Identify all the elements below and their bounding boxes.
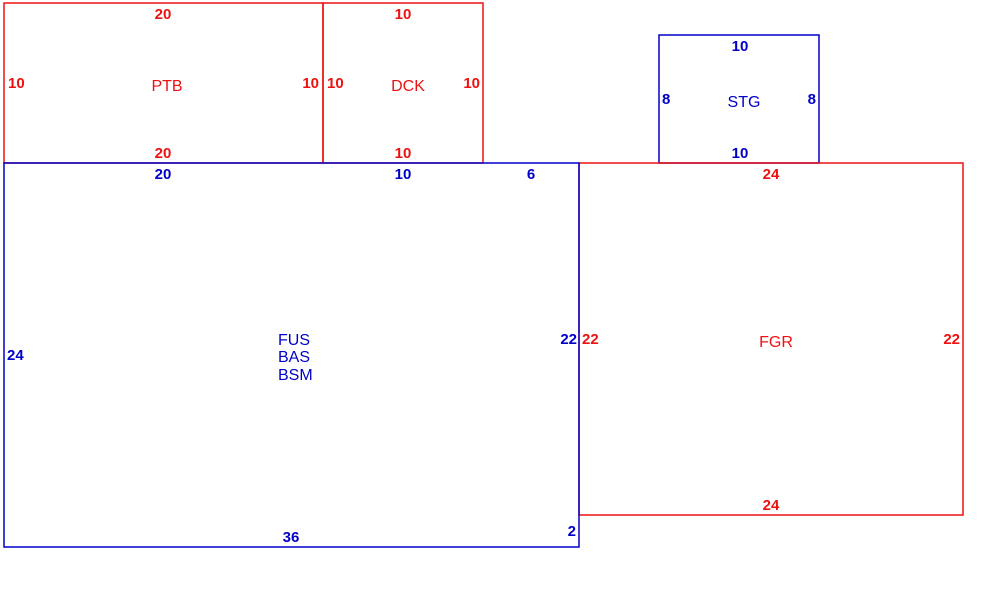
area-fgr-dim-top: 24 bbox=[763, 166, 780, 183]
area-ptb-dim-bottom: 20 bbox=[155, 145, 172, 162]
area-main-dim-left: 24 bbox=[7, 347, 24, 364]
area-dck-dim-right: 10 bbox=[463, 75, 480, 92]
area-ptb-label: PTB bbox=[151, 78, 182, 95]
area-fgr: FGR 24 24 22 22 bbox=[578, 162, 964, 516]
area-ptb: PTB 20 20 10 10 bbox=[3, 2, 324, 164]
area-dck-dim-bottom: 10 bbox=[395, 145, 412, 162]
area-stg-dim-left: 8 bbox=[662, 91, 670, 108]
area-main-dim-bottom-right: 2 bbox=[568, 523, 576, 540]
area-stg-dim-right: 8 bbox=[808, 91, 816, 108]
area-ptb-dim-top: 20 bbox=[155, 6, 172, 23]
area-ptb-dim-right: 10 bbox=[302, 75, 319, 92]
area-dck-dim-left: 10 bbox=[327, 75, 344, 92]
area-fgr-label: FGR bbox=[759, 334, 793, 351]
area-dck-dim-top: 10 bbox=[395, 6, 412, 23]
area-main-dim-bottom: 36 bbox=[283, 529, 300, 546]
area-main-dim-top-mid: 10 bbox=[395, 166, 412, 183]
area-stg-dim-top: 10 bbox=[732, 38, 749, 55]
area-main-dim-right: 22 bbox=[560, 331, 577, 348]
area-fgr-dim-left: 22 bbox=[582, 331, 599, 348]
area-main-label-bsm: BSM bbox=[278, 367, 313, 384]
area-main-outline bbox=[3, 162, 580, 548]
area-main-label-fus: FUS bbox=[278, 332, 310, 349]
area-ptb-dim-left: 10 bbox=[8, 75, 25, 92]
area-fgr-dim-bottom: 24 bbox=[763, 497, 780, 514]
area-stg-label: STG bbox=[728, 94, 761, 111]
area-main: FUS BAS BSM 20 10 6 24 22 36 2 bbox=[3, 162, 580, 548]
area-main-label-bas: BAS bbox=[278, 349, 310, 366]
area-dck-label: DCK bbox=[391, 78, 425, 95]
area-stg: STG 10 10 8 8 bbox=[658, 34, 820, 164]
area-main-dim-top-left: 20 bbox=[155, 166, 172, 183]
area-stg-dim-bottom: 10 bbox=[732, 145, 749, 162]
area-dck: DCK 10 10 10 10 bbox=[322, 2, 484, 164]
area-fgr-dim-right: 22 bbox=[943, 331, 960, 348]
area-main-dim-top-right: 6 bbox=[527, 166, 535, 183]
